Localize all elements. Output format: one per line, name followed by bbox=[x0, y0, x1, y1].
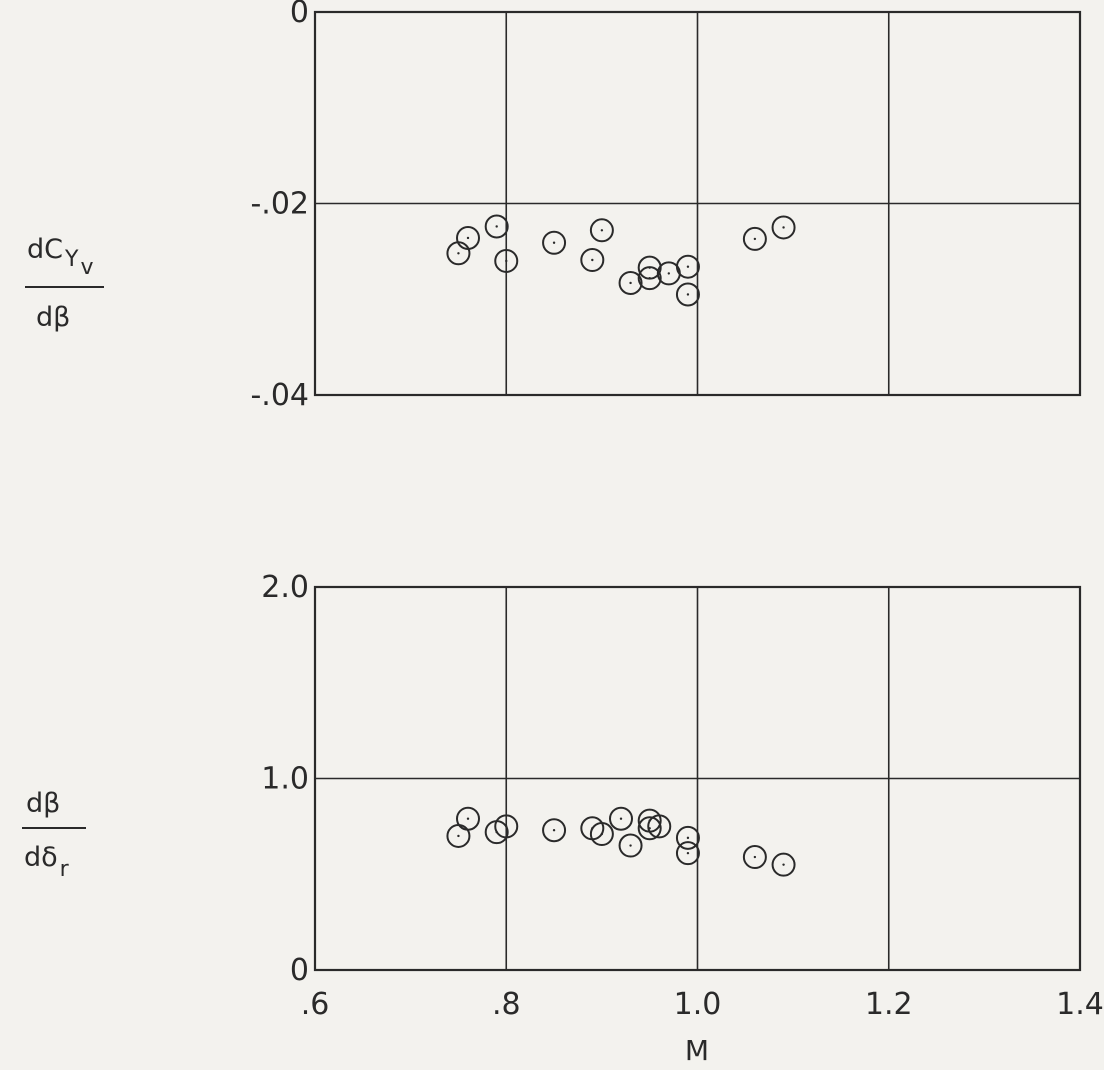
bottom-x-tick-label: .8 bbox=[492, 987, 521, 1022]
top-plot-frame bbox=[313, 10, 1082, 397]
bottom-data-point bbox=[542, 818, 567, 843]
top-data-point bbox=[456, 225, 480, 250]
x-axis-label: M bbox=[685, 1034, 709, 1067]
top-data-point bbox=[494, 248, 519, 273]
top-data-point bbox=[675, 282, 700, 307]
bottom-ylabel-numerator: dβ bbox=[26, 788, 60, 819]
top-data-point-center bbox=[648, 276, 651, 280]
bottom-data-point-center bbox=[686, 836, 690, 840]
top-data-point bbox=[542, 230, 567, 255]
top-data-point-center bbox=[495, 225, 498, 228]
bottom-data-point bbox=[589, 822, 614, 847]
bottom-data-point-center bbox=[658, 825, 661, 828]
bottom-data-point bbox=[618, 833, 643, 858]
bottom-x-tick-label: 1.0 bbox=[674, 987, 722, 1022]
bottom-x-tick-label: 1.4 bbox=[1056, 987, 1104, 1022]
top-data-point-center bbox=[457, 252, 460, 255]
top-data-point-center bbox=[600, 229, 604, 232]
bottom-data-point-center bbox=[505, 825, 508, 828]
top-data-point bbox=[589, 218, 614, 243]
bottom-y-tick-label: 0 bbox=[290, 953, 309, 988]
bottom-data-point-center bbox=[782, 863, 785, 866]
bottom-data-point bbox=[494, 814, 519, 839]
top-y-tick-label: -.04 bbox=[250, 378, 309, 413]
bottom-data-point-center bbox=[686, 851, 690, 855]
bottom-ylabel-denominator: dδ bbox=[24, 842, 58, 873]
top-data-point-center bbox=[686, 265, 690, 268]
top-ylabel-numerator-subsub: v bbox=[80, 255, 93, 280]
bottom-panel: 0 1.0 2.0 .6 .8 1.0 1.2 1.4 bbox=[261, 570, 1104, 1022]
top-data-point-center bbox=[591, 258, 594, 262]
bottom-data-point-center bbox=[600, 832, 604, 836]
top-data-point bbox=[771, 215, 796, 240]
top-data-point bbox=[580, 247, 605, 272]
bottom-data-point bbox=[609, 806, 633, 831]
bottom-data-point bbox=[675, 841, 700, 866]
top-data-point-center bbox=[686, 293, 690, 296]
bottom-x-tick-label: .6 bbox=[301, 987, 330, 1022]
top-ylabel-numerator-sub: Y bbox=[64, 247, 79, 272]
top-data-point-center bbox=[552, 241, 556, 244]
top-data-point-center bbox=[466, 236, 470, 240]
bottom-y-tick-label: 2.0 bbox=[261, 570, 309, 605]
top-data-point bbox=[675, 254, 700, 279]
bottom-data-point-center bbox=[619, 817, 623, 820]
bottom-data-point bbox=[637, 816, 662, 841]
top-y-tick-label: 0 bbox=[290, 0, 309, 30]
bottom-data-point-center bbox=[629, 844, 632, 847]
top-data-point-center bbox=[629, 281, 632, 285]
svg-text:dδr: dδr bbox=[24, 842, 70, 882]
bottom-data-point-center bbox=[466, 817, 470, 820]
top-ylabel-denominator: dβ bbox=[36, 302, 70, 333]
bottom-plot-frame bbox=[313, 585, 1082, 972]
svg-text:dCYv: dCYv bbox=[27, 234, 93, 280]
top-data-point-center bbox=[667, 272, 671, 275]
top-panel: -.04 -.02 0 bbox=[250, 0, 1082, 413]
bottom-data-point-center bbox=[457, 834, 460, 838]
bottom-ylabel-denominator-sub: r bbox=[60, 857, 70, 882]
top-data-point-center bbox=[505, 259, 508, 263]
top-ylabel: dCYv dβ bbox=[25, 234, 104, 333]
bottom-data-point bbox=[456, 806, 480, 831]
top-data-point bbox=[484, 214, 509, 239]
top-ylabel-numerator: dC bbox=[27, 234, 63, 265]
top-data-point bbox=[618, 270, 643, 295]
top-data-point bbox=[637, 266, 662, 291]
bottom-data-point bbox=[647, 814, 672, 839]
top-data-point-center bbox=[753, 237, 757, 241]
bottom-x-tick-label: 1.2 bbox=[865, 987, 913, 1022]
bottom-ylabel: dβ dδr bbox=[22, 788, 86, 882]
bottom-data-point bbox=[675, 825, 700, 850]
top-data-point-center bbox=[782, 226, 785, 229]
bottom-data-point-center bbox=[552, 829, 556, 832]
bottom-data-point-center bbox=[753, 855, 757, 859]
top-y-tick-label: -.02 bbox=[250, 187, 309, 222]
bottom-data-point bbox=[742, 845, 767, 870]
top-data-point bbox=[742, 226, 767, 251]
bottom-data-point bbox=[771, 852, 796, 877]
bottom-y-tick-label: 1.0 bbox=[261, 762, 309, 797]
